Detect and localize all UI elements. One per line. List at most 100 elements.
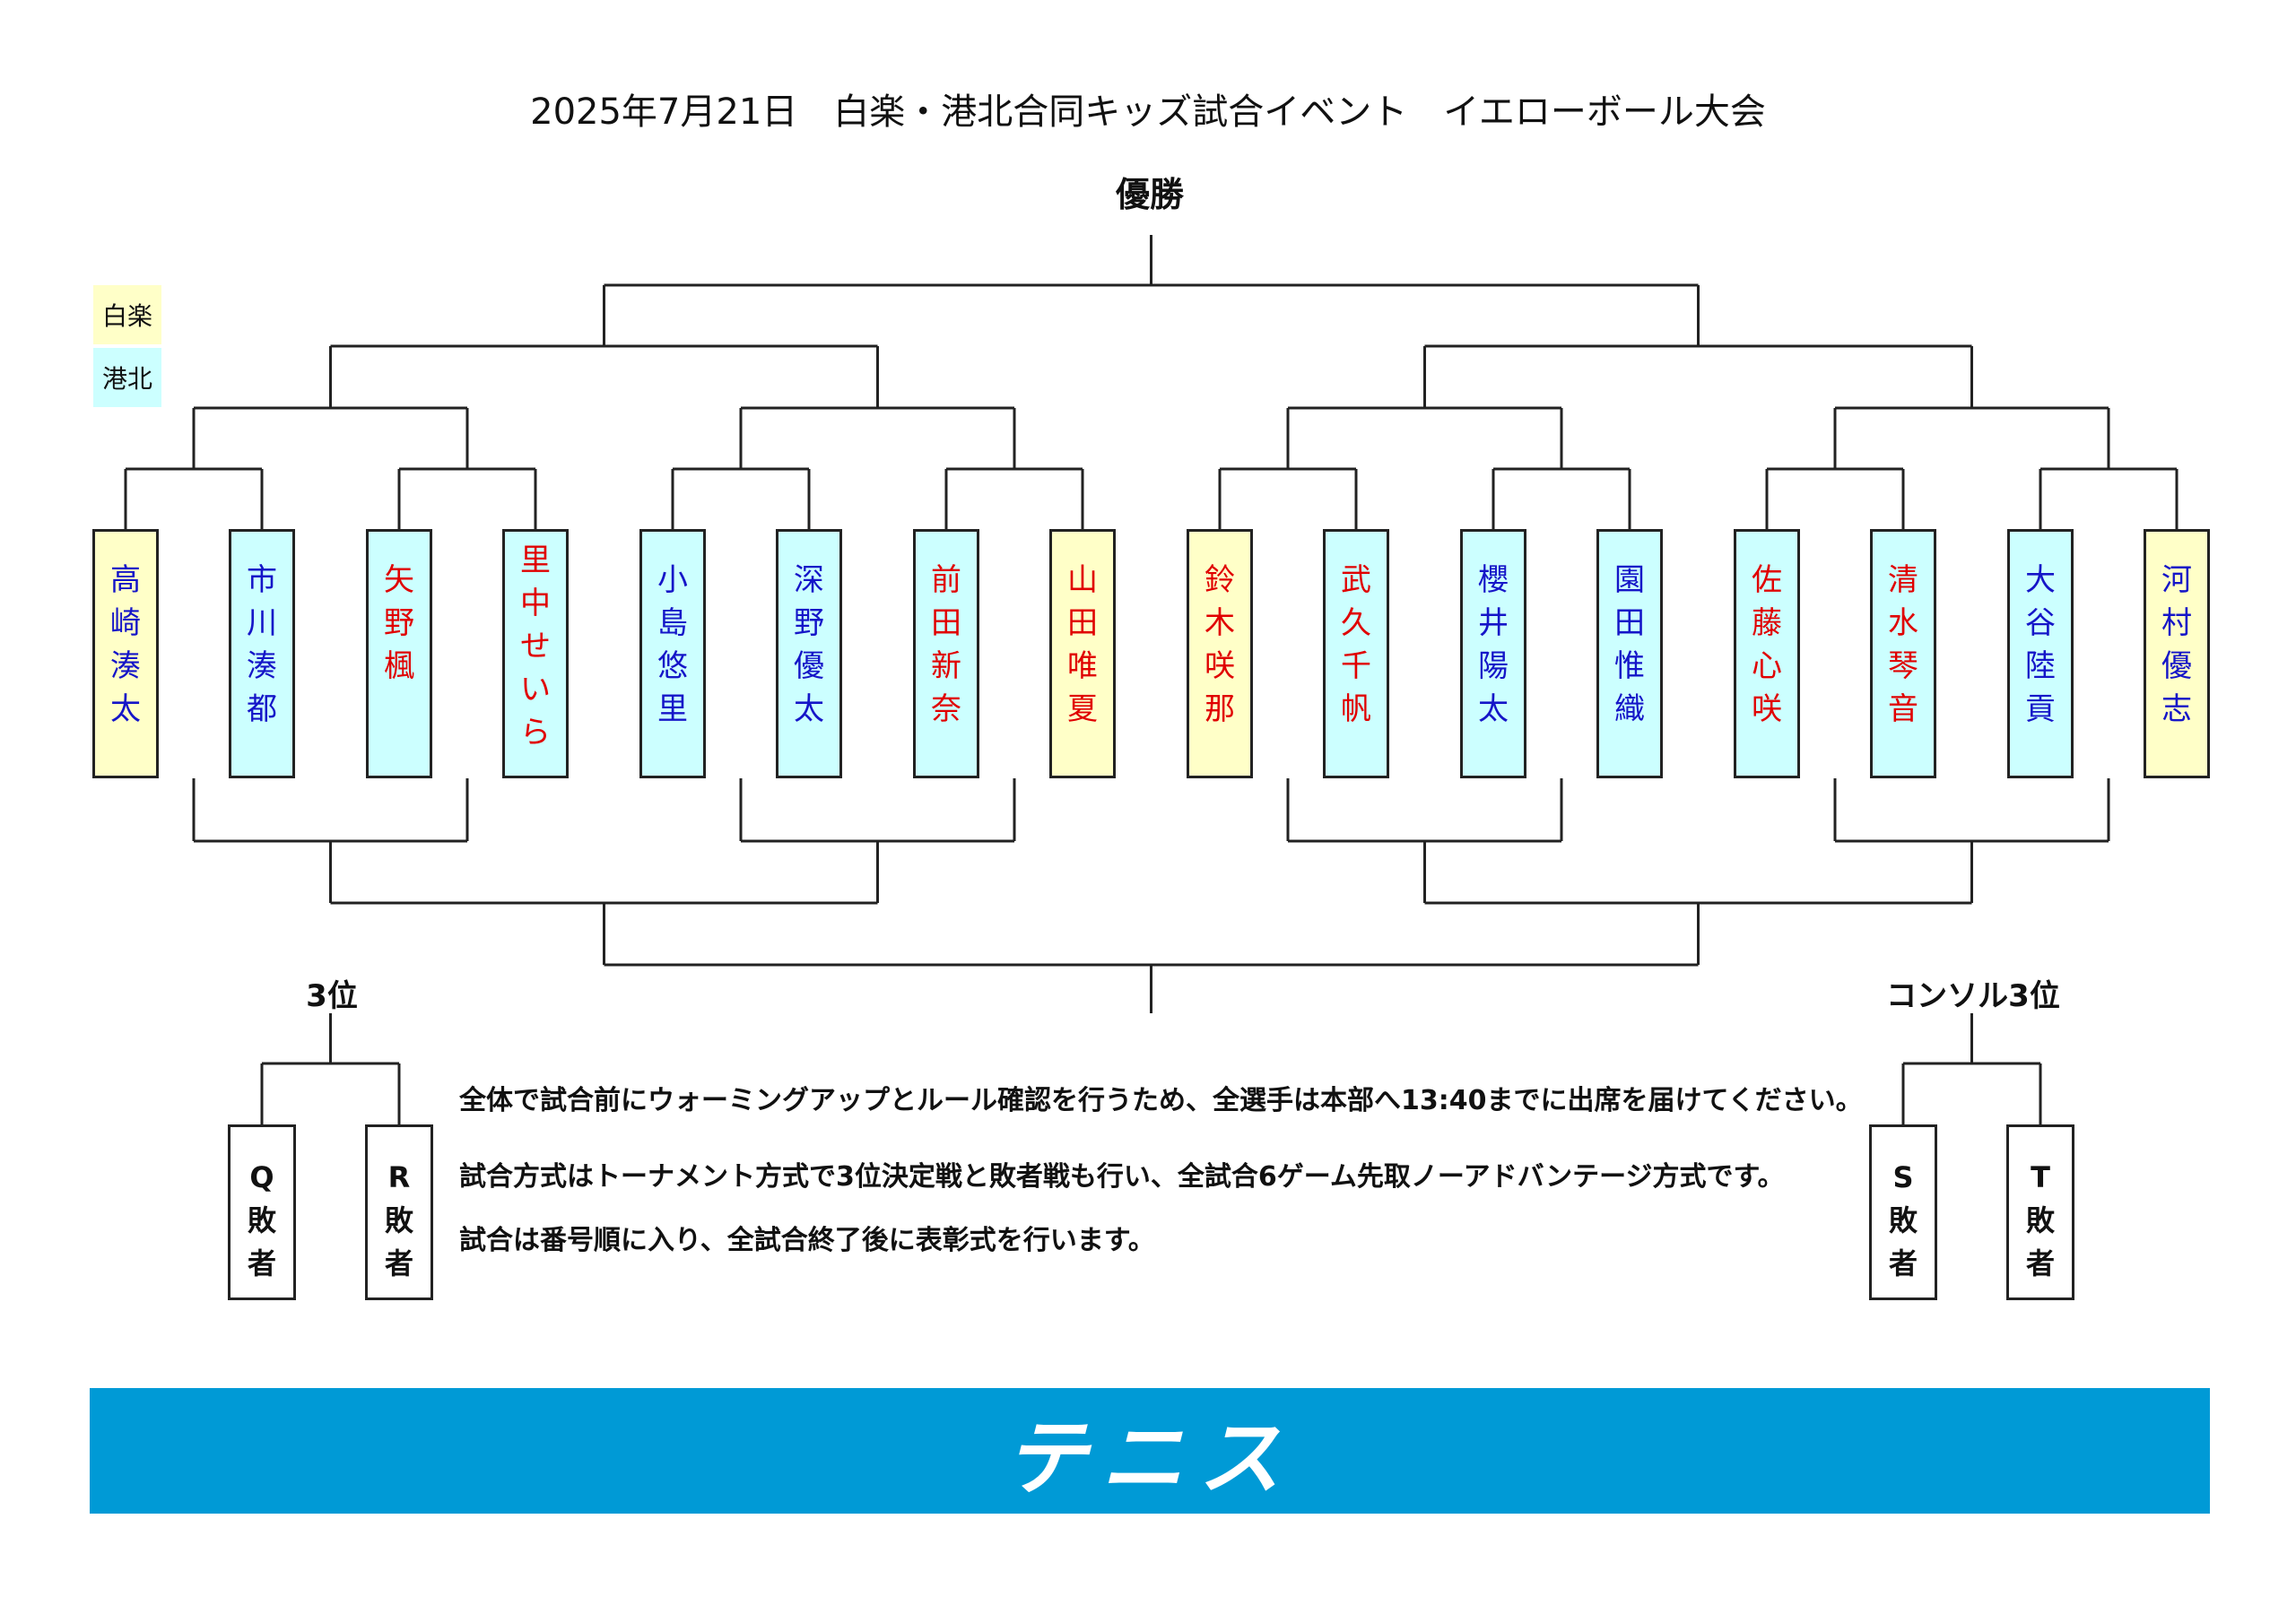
player-box: 大谷陸貢 — [2007, 529, 2074, 778]
player-name-char: 田 — [931, 605, 961, 641]
player-name-char: 谷 — [2025, 605, 2056, 641]
player-name-char: 櫻 — [1478, 562, 1509, 598]
loser-text-char: 者 — [247, 1246, 276, 1280]
player-name-char: 河 — [2161, 562, 2192, 598]
note-3: 試合は番号順に入り、全試合終了後に表彰式を行います。 — [459, 1225, 1155, 1256]
player-name-char: 楓 — [384, 648, 414, 684]
player-name-char: 優 — [794, 648, 824, 684]
player-box: 櫻井陽太 — [1460, 529, 1526, 778]
player-name-char: 中 — [520, 586, 551, 621]
player-box: 鈴木咲那 — [1187, 529, 1253, 778]
player-box: 武久千帆 — [1323, 529, 1389, 778]
loser-letter: R — [387, 1160, 411, 1194]
player-box: 深野優太 — [776, 529, 842, 778]
third-place-label: 3位 — [306, 978, 358, 1014]
loser-text-char: 敗 — [384, 1203, 413, 1237]
player-name-char: 田 — [1067, 605, 1098, 641]
player-name-char: 陸 — [2025, 648, 2056, 684]
player-name-char: 野 — [794, 605, 824, 641]
player-box: 矢野楓 — [366, 529, 432, 778]
player-name-char: 惟 — [1614, 648, 1645, 684]
loser-text-char: 者 — [1888, 1246, 1918, 1280]
player-name-char: 志 — [2161, 691, 2192, 727]
player-name-char: 小 — [657, 562, 688, 598]
player-name-char: 佐 — [1752, 562, 1782, 598]
player-name-char: 久 — [1341, 605, 1371, 641]
legend-hakuraku: 白楽 — [93, 285, 161, 344]
player-name-char: 咲 — [1205, 648, 1235, 684]
loser-text-char: 者 — [2025, 1246, 2055, 1280]
loser-text-char: 敗 — [1888, 1203, 1918, 1237]
player-name-char: 高 — [110, 562, 141, 598]
player-name-char: せ — [520, 629, 551, 664]
player-name-char: 島 — [657, 605, 688, 641]
player-name-char: 崎 — [110, 605, 141, 641]
player-name-char: 都 — [247, 691, 277, 727]
player-box: 佐藤心咲 — [1734, 529, 1800, 778]
player-name-char: 唯 — [1067, 648, 1098, 684]
note-1: 全体で試合前にウォーミングアップとルール確認を行うため、全選手は本部へ13:40… — [459, 1085, 1863, 1116]
player-name-char: 深 — [794, 562, 824, 598]
player-name-char: 木 — [1205, 605, 1235, 641]
player-box: 山田唯夏 — [1049, 529, 1116, 778]
player-name-char: 大 — [2025, 562, 2056, 598]
player-name-char: 里 — [520, 542, 551, 578]
player-name-char: ら — [520, 715, 551, 751]
player-name-char: 田 — [1614, 605, 1645, 641]
player-name-char: 水 — [1888, 605, 1918, 641]
player-name-char: 新 — [931, 648, 961, 684]
player-name-char: 矢 — [384, 562, 414, 598]
player-name-char: 那 — [1205, 691, 1235, 727]
note-2: 試合方式はトーナメント方式で3位決定戦と敗者戦も行い、全試合6ゲーム先取ノーアド… — [459, 1161, 1785, 1193]
player-name-char: 清 — [1888, 562, 1918, 598]
player-name-char: 琴 — [1888, 648, 1918, 684]
player-name-char: い — [520, 672, 551, 707]
player-box: 河村優志 — [2144, 529, 2210, 778]
player-name-char: 村 — [2161, 605, 2192, 641]
player-name-char: 園 — [1614, 562, 1645, 598]
player-name-char: 貢 — [2025, 691, 2056, 727]
player-name-char: 織 — [1614, 691, 1645, 727]
player-name-char: 悠 — [657, 648, 688, 684]
player-name-char: 太 — [1478, 691, 1509, 727]
player-name-char: 太 — [794, 691, 824, 727]
player-name-char: 咲 — [1752, 691, 1782, 727]
player-box: 高崎湊太 — [92, 529, 159, 778]
player-name-char: 市 — [247, 562, 277, 598]
player-box: 小島悠里 — [639, 529, 706, 778]
player-box: 里中せいら — [502, 529, 569, 778]
loser-letter: T — [2031, 1160, 2050, 1194]
consolation-third-label: コンソル3位 — [1886, 978, 2060, 1014]
player-name-char: 心 — [1752, 648, 1782, 684]
player-name-char: 太 — [110, 691, 141, 727]
player-name-char: 藤 — [1752, 605, 1782, 641]
player-box: 清水琴音 — [1870, 529, 1936, 778]
player-name-char: 前 — [931, 562, 961, 598]
legend-kohoku: 港北 — [93, 348, 161, 407]
loser-letter: S — [1892, 1160, 1914, 1194]
loser-text-char: 敗 — [2025, 1203, 2055, 1237]
loser-text-char: 敗 — [247, 1203, 276, 1237]
player-name-char: 夏 — [1067, 691, 1098, 727]
player-name-char: 帆 — [1341, 691, 1371, 727]
player-name-char: 音 — [1888, 691, 1918, 727]
player-name-char: 鈴 — [1205, 562, 1235, 598]
champion-label: 優勝 — [1115, 175, 1184, 214]
player-name-char: 湊 — [247, 648, 277, 684]
player-name-char: 湊 — [110, 648, 141, 684]
tennis-banner: テニス — [90, 1388, 2210, 1514]
loser-letter: Q — [249, 1160, 274, 1194]
player-name-char: 奈 — [931, 691, 961, 727]
player-name-char: 里 — [657, 691, 688, 727]
player-name-char: 井 — [1478, 605, 1509, 641]
player-box: 市川湊都 — [229, 529, 295, 778]
player-name-char: 野 — [384, 605, 414, 641]
player-name-char: 川 — [247, 605, 277, 641]
banner-text: テニス — [1004, 1410, 1295, 1506]
loser-text-char: 者 — [384, 1246, 413, 1280]
